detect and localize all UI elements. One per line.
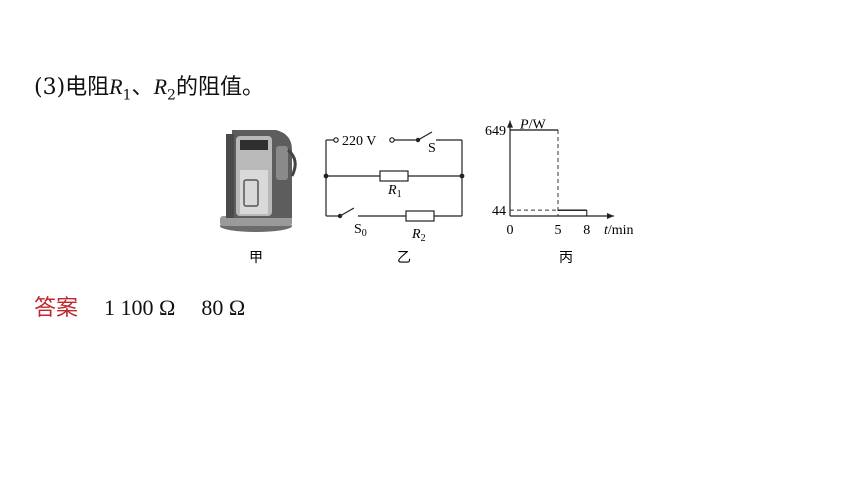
circuit-switch-s0-label: S0	[354, 222, 367, 239]
x-axis-label: t/min	[604, 223, 634, 238]
circuit-switch-s-label: S	[428, 141, 436, 156]
panel-c-label: 丙	[559, 250, 573, 266]
y-tick-label: 44	[492, 204, 506, 219]
r1-symbol: R	[109, 74, 123, 99]
panel-a-label: 甲	[249, 250, 263, 266]
panel-b-label: 乙	[397, 250, 411, 266]
circuit-diagram	[323, 131, 465, 222]
y-axis-arrow	[507, 120, 513, 128]
x-tick-label: 5	[555, 223, 562, 238]
x-axis-arrow	[607, 213, 614, 219]
y-axis-label: P/W	[519, 118, 546, 133]
answer-line: 答案 1 100 Ω 80 Ω	[34, 293, 271, 324]
water-dispenser-illustration	[220, 130, 297, 232]
question-prefix: (3)电阻	[34, 75, 110, 100]
answer-label: 答案	[34, 296, 79, 321]
question-text: (3)电阻R1、R2的阻值。	[34, 72, 264, 110]
answer-value-r1: 1 100 Ω	[104, 295, 176, 320]
circuit-voltage-label: 220 V	[342, 134, 376, 149]
power-time-chart: 44 649 5 8 0 P/W t/min	[485, 118, 634, 238]
circuit-r2-label: R2	[411, 227, 426, 244]
circuit-r1-label: R1	[387, 183, 402, 200]
r2-symbol: R	[153, 74, 168, 99]
answer-value-r2: 80 Ω	[201, 295, 246, 320]
r1-subscript: 1	[122, 87, 132, 104]
question-separator: 、	[131, 75, 154, 100]
question-suffix: 的阻值。	[175, 75, 264, 100]
origin-label: 0	[507, 223, 514, 238]
x-tick-label: 8	[583, 223, 590, 238]
y-tick-label: 649	[485, 124, 506, 139]
r2-subscript: 2	[167, 87, 176, 104]
